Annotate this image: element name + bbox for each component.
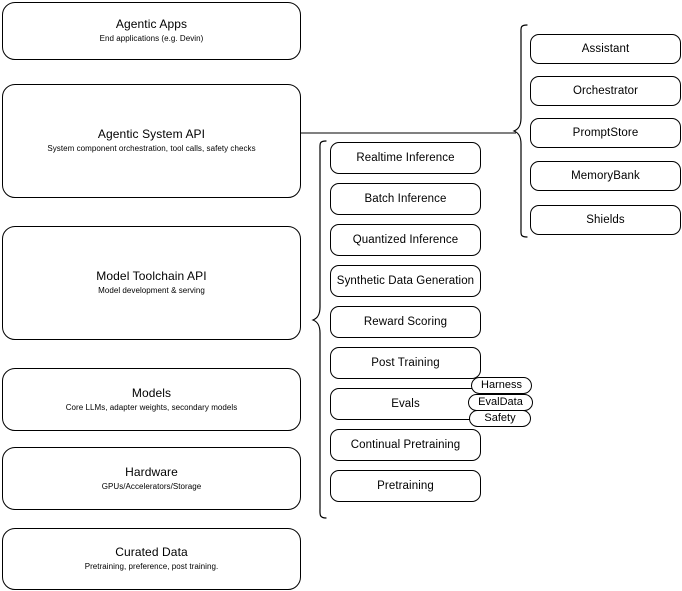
capability-box-synthetic-data-generation[interactable]: Synthetic Data Generation bbox=[330, 265, 481, 297]
layer-title: Hardware bbox=[125, 464, 178, 479]
component-label: PromptStore bbox=[572, 126, 639, 139]
layer-title: Model Toolchain API bbox=[96, 269, 207, 283]
layer-box-models[interactable]: Models Core LLMs, adapter weights, secon… bbox=[2, 368, 301, 431]
capability-label: Realtime Inference bbox=[356, 151, 455, 164]
capability-box-post-training[interactable]: Post Training bbox=[330, 347, 481, 379]
capability-label: Synthetic Data Generation bbox=[336, 274, 475, 287]
layer-box-agentic-apps[interactable]: Agentic Apps End applications (e.g. Devi… bbox=[2, 2, 301, 60]
component-box-promptstore[interactable]: PromptStore bbox=[530, 118, 681, 148]
layer-subtitle: Core LLMs, adapter weights, secondary mo… bbox=[65, 402, 238, 412]
capability-label: Batch Inference bbox=[364, 192, 447, 205]
layer-title: Curated Data bbox=[115, 545, 188, 559]
layer-subtitle: Model development & serving bbox=[98, 286, 205, 295]
component-label: Shields bbox=[586, 213, 625, 226]
layer-box-hardware[interactable]: Hardware GPUs/Accelerators/Storage bbox=[2, 447, 301, 510]
component-box-orchestrator[interactable]: Orchestrator bbox=[530, 76, 681, 106]
layer-subtitle: GPUs/Accelerators/Storage bbox=[101, 481, 202, 491]
capability-label: Reward Scoring bbox=[363, 315, 448, 328]
capability-label: Continual Pretraining bbox=[350, 438, 461, 451]
layer-title: Models bbox=[131, 385, 172, 400]
badge-harness[interactable]: Harness bbox=[471, 377, 532, 394]
capability-box-realtime-inference[interactable]: Realtime Inference bbox=[330, 142, 481, 174]
badge-safety[interactable]: Safety bbox=[469, 410, 531, 427]
layer-subtitle: Pretraining, preference, post training. bbox=[84, 562, 219, 571]
component-box-assistant[interactable]: Assistant bbox=[530, 34, 681, 64]
component-label: Assistant bbox=[581, 42, 630, 55]
layer-title: Agentic System API bbox=[97, 127, 206, 141]
component-label: Orchestrator bbox=[572, 84, 639, 97]
layer-box-model-toolchain-api[interactable]: Model Toolchain API Model development & … bbox=[2, 226, 301, 340]
layer-title: Agentic Apps bbox=[115, 17, 188, 31]
capability-box-batch-inference[interactable]: Batch Inference bbox=[330, 183, 481, 215]
capability-box-continual-pretraining[interactable]: Continual Pretraining bbox=[330, 429, 481, 461]
component-label: MemoryBank bbox=[571, 169, 640, 182]
capability-label: Pretraining bbox=[377, 479, 434, 492]
layer-subtitle: End applications (e.g. Devin) bbox=[99, 34, 204, 43]
layer-subtitle: System component orchestration, tool cal… bbox=[47, 144, 256, 153]
layer-box-agentic-system-api[interactable]: Agentic System API System component orch… bbox=[2, 84, 301, 198]
capability-label: Post Training bbox=[371, 356, 440, 369]
component-box-memorybank[interactable]: MemoryBank bbox=[530, 161, 681, 191]
capability-label: Evals bbox=[391, 397, 420, 410]
capability-box-pretraining[interactable]: Pretraining bbox=[330, 470, 481, 502]
brace-toolchain-capabilities bbox=[311, 140, 327, 519]
capability-box-reward-scoring[interactable]: Reward Scoring bbox=[330, 306, 481, 338]
capability-box-evals[interactable]: Evals bbox=[330, 388, 481, 420]
component-box-shields[interactable]: Shields bbox=[530, 205, 681, 235]
layer-box-curated-data[interactable]: Curated Data Pretraining, preference, po… bbox=[2, 528, 301, 590]
capability-box-quantized-inference[interactable]: Quantized Inference bbox=[330, 224, 481, 256]
brace-agentic-components bbox=[512, 24, 528, 238]
badge-evaldata[interactable]: EvalData bbox=[468, 394, 533, 411]
capability-label: Quantized Inference bbox=[352, 233, 459, 246]
